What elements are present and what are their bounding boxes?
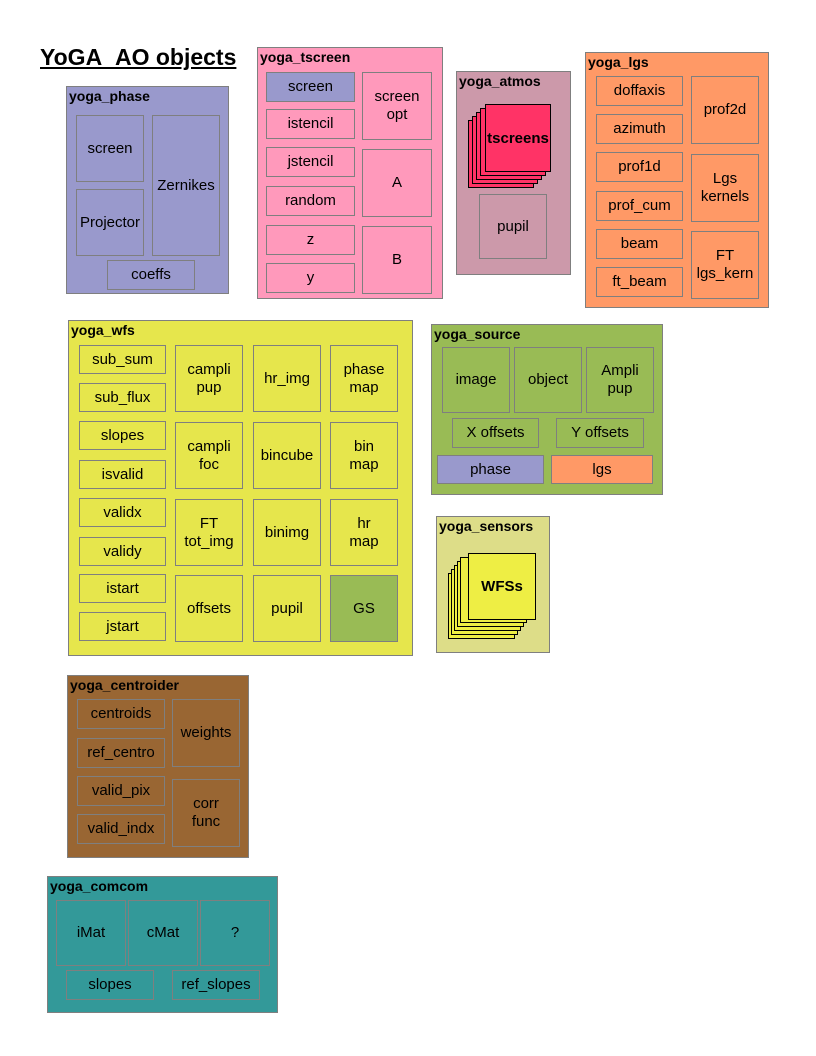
comcom-imat-box: iMat [56, 900, 126, 966]
lgs-prof2d-box: prof2d [691, 76, 759, 144]
tscreen-screen-box: screen [266, 72, 355, 102]
yoga-tscreen-title: yoga_tscreen [260, 49, 351, 65]
tscreen-screen-opt-box: screen opt [362, 72, 432, 140]
source-ampli-pup-box: Ampli pup [586, 347, 654, 413]
phase-zernikes-box: Zernikes [152, 115, 220, 256]
yoga-comcom-panel: yoga_comcom iMat cMat ? slopes ref_slope… [47, 876, 278, 1013]
lgs-prof-cum-box: prof_cum [596, 191, 683, 221]
yoga-tscreen-panel: yoga_tscreen screen istencil jstencil ra… [257, 47, 443, 299]
wfs-validx-box: validx [79, 498, 166, 527]
lgs-prof1d-box: prof1d [596, 152, 683, 182]
phase-projector-box: Projector [76, 189, 144, 256]
wfs-slopes-box: slopes [79, 421, 166, 450]
centroider-weights-box: weights [172, 699, 240, 767]
wfs-campli-pup-box: campli pup [175, 345, 243, 412]
lgs-kernels-box: Lgs kernels [691, 154, 759, 222]
lgs-ft-kern-box: FT lgs_kern [691, 231, 759, 299]
atmos-tscreens-box: tscreens [485, 104, 551, 172]
wfs-hr-map-box: hr map [330, 499, 398, 566]
source-image-box: image [442, 347, 510, 413]
page-title: YoGA_AO objects [40, 44, 237, 70]
tscreen-y-box: y [266, 263, 355, 293]
wfs-binimg-box: binimg [253, 499, 321, 566]
yoga-lgs-panel: yoga_lgs doffaxis azimuth prof1d prof_cu… [585, 52, 769, 308]
yoga-source-panel: yoga_source image object Ampli pup X off… [431, 324, 663, 495]
atmos-pupil-box: pupil [479, 194, 547, 259]
tscreen-a-box: A [362, 149, 432, 217]
yoga-phase-panel: yoga_phase screen Projector Zernikes coe… [66, 86, 229, 294]
centroider-centroids-box: centroids [77, 699, 165, 729]
yoga-atmos-panel: yoga_atmos tscreens pupil [456, 71, 571, 275]
source-y-offsets-box: Y offsets [556, 418, 644, 448]
wfs-pupil-box: pupil [253, 575, 321, 642]
phase-screen-box: screen [76, 115, 144, 182]
yoga-atmos-title: yoga_atmos [459, 73, 541, 89]
yoga-centroider-title: yoga_centroider [70, 677, 179, 693]
tscreen-istencil-box: istencil [266, 109, 355, 139]
yoga-wfs-title: yoga_wfs [71, 322, 135, 338]
source-lgs-box: lgs [551, 455, 653, 484]
source-phase-box: phase [437, 455, 544, 484]
lgs-beam-box: beam [596, 229, 683, 259]
wfs-sub-sum-box: sub_sum [79, 345, 166, 374]
centroider-ref-centro-box: ref_centro [77, 738, 165, 768]
wfs-offsets-box: offsets [175, 575, 243, 642]
lgs-doffaxis-box: doffaxis [596, 76, 683, 106]
yoga-lgs-title: yoga_lgs [588, 54, 649, 70]
comcom-ref-slopes-box: ref_slopes [172, 970, 260, 1000]
lgs-azimuth-box: azimuth [596, 114, 683, 144]
wfs-phase-map-box: phase map [330, 345, 398, 412]
wfs-hr-img-box: hr_img [253, 345, 321, 412]
wfs-jstart-box: jstart [79, 612, 166, 641]
wfs-ft-tot-img-box: FT tot_img [175, 499, 243, 566]
comcom-unknown-box: ? [200, 900, 270, 966]
comcom-cmat-box: cMat [128, 900, 198, 966]
wfs-sub-flux-box: sub_flux [79, 383, 166, 412]
wfs-validy-box: validy [79, 537, 166, 566]
wfs-istart-box: istart [79, 574, 166, 603]
sensors-wfss-box: WFSs [468, 553, 536, 620]
wfs-bin-map-box: bin map [330, 422, 398, 489]
wfs-bincube-box: bincube [253, 422, 321, 489]
tscreen-random-box: random [266, 186, 355, 216]
yoga-comcom-title: yoga_comcom [50, 878, 149, 894]
source-x-offsets-box: X offsets [452, 418, 539, 448]
source-object-box: object [514, 347, 582, 413]
yoga-source-title: yoga_source [434, 326, 521, 342]
comcom-slopes-box: slopes [66, 970, 154, 1000]
centroider-valid-pix-box: valid_pix [77, 776, 165, 806]
yoga-centroider-panel: yoga_centroider centroids ref_centro val… [67, 675, 249, 858]
wfs-campli-foc-box: campli foc [175, 422, 243, 489]
yoga-sensors-panel: yoga_sensors WFSs [436, 516, 550, 653]
tscreen-b-box: B [362, 226, 432, 294]
yoga-wfs-panel: yoga_wfs sub_sum sub_flux slopes isvalid… [68, 320, 413, 656]
yoga-sensors-title: yoga_sensors [439, 518, 534, 534]
tscreen-jstencil-box: jstencil [266, 147, 355, 177]
wfs-gs-box: GS [330, 575, 398, 642]
lgs-ft-beam-box: ft_beam [596, 267, 683, 297]
phase-coeffs-box: coeffs [107, 260, 195, 290]
wfs-isvalid-box: isvalid [79, 460, 166, 489]
centroider-valid-indx-box: valid_indx [77, 814, 165, 844]
centroider-corr-func-box: corr func [172, 779, 240, 847]
yoga-phase-title: yoga_phase [69, 88, 150, 104]
tscreen-z-box: z [266, 225, 355, 255]
